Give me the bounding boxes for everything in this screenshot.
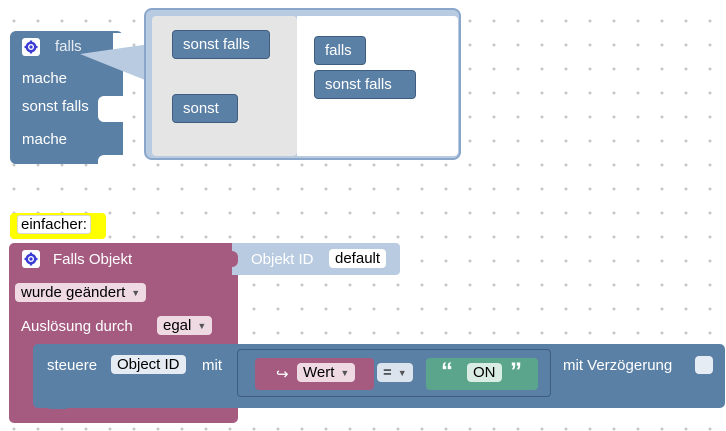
if-row-do-1: mache bbox=[22, 70, 68, 87]
compare-left-dropdown[interactable]: Wert ▼ bbox=[297, 363, 356, 382]
compare-left-value: Wert bbox=[303, 364, 335, 381]
delay-label: mit Verzögerung bbox=[563, 357, 673, 374]
chevron-down-icon: ▼ bbox=[340, 367, 350, 378]
mutator-pointer bbox=[80, 44, 150, 82]
on-object-title: Falls Objekt bbox=[53, 251, 133, 268]
chevron-down-icon: ▼ bbox=[197, 320, 207, 331]
quote-open: “ bbox=[441, 358, 453, 385]
chevron-down-icon: ▼ bbox=[131, 287, 141, 298]
gear-icon[interactable] bbox=[22, 250, 40, 268]
chevron-down-icon: ▼ bbox=[397, 367, 407, 378]
trigger-dropdown[interactable]: wurde geändert ▼ bbox=[15, 283, 147, 302]
mutator-bubble: sonst falls sonst falls sonst falls bbox=[144, 8, 461, 160]
control-label: steuere bbox=[47, 357, 98, 374]
delay-checkbox[interactable] bbox=[695, 356, 713, 374]
mutator-sonst-falls-block[interactable]: sonst falls bbox=[172, 30, 270, 59]
trigger-by-value: egal bbox=[163, 317, 192, 334]
object-id-label: Objekt ID bbox=[251, 251, 314, 268]
trigger-dropdown-value: wurde geändert bbox=[21, 284, 126, 301]
quote-close: ” bbox=[510, 358, 522, 385]
string-value[interactable]: ON bbox=[467, 363, 502, 382]
if-row-do-2: mache bbox=[22, 131, 68, 148]
trigger-by-dropdown[interactable]: egal ▼ bbox=[157, 316, 213, 335]
operator-value: = bbox=[383, 364, 392, 381]
object-id-value[interactable]: default bbox=[329, 249, 387, 268]
mutator-sonst-falls-child[interactable]: sonst falls bbox=[314, 70, 416, 99]
gear-icon[interactable] bbox=[22, 38, 40, 56]
control-with-label: mit bbox=[202, 357, 222, 374]
mutator-falls-block[interactable]: falls bbox=[314, 36, 366, 65]
if-row-else-if: sonst falls bbox=[22, 98, 89, 115]
control-object-field[interactable]: Object ID bbox=[111, 355, 186, 374]
mutator-sonst-block[interactable]: sonst bbox=[172, 94, 238, 123]
trigger-by-label: Auslösung durch bbox=[21, 318, 133, 335]
return-arrow-icon: ↪ bbox=[276, 366, 289, 383]
if-header-label: falls bbox=[55, 38, 82, 55]
comment-text: einfacher: bbox=[17, 215, 91, 234]
operator-dropdown[interactable]: = ▼ bbox=[377, 363, 413, 382]
